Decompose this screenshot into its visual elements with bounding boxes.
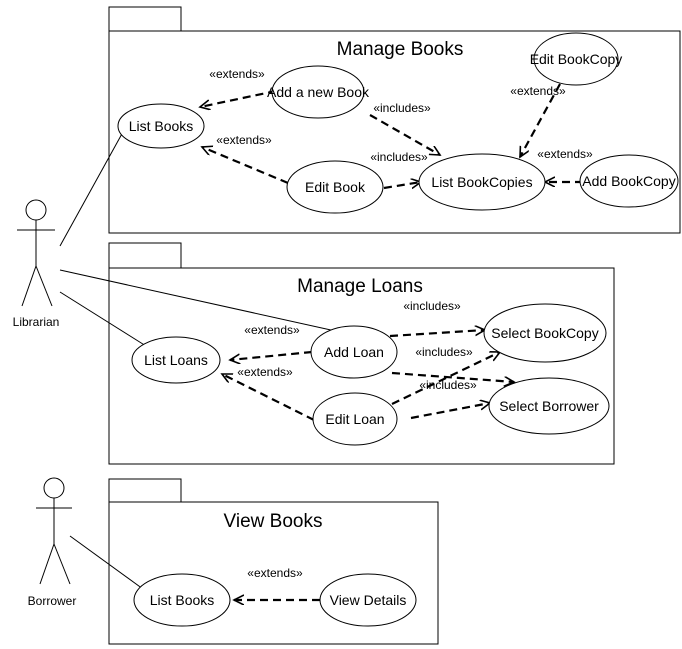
dependencies bbox=[200, 83, 583, 600]
use-case-label: Add Loan bbox=[324, 344, 384, 360]
extends-arrow bbox=[202, 147, 289, 185]
use-case-ellipse[interactable] bbox=[483, 303, 607, 363]
use-case-ellipse[interactable] bbox=[488, 377, 610, 435]
use-case-add-loan[interactable]: Add Loan bbox=[310, 325, 398, 379]
use-case-label: List BookCopies bbox=[431, 174, 532, 190]
extends-label: «extends» bbox=[537, 147, 593, 161]
use-case-label: Select BookCopy bbox=[491, 325, 598, 341]
use-case-ellipse[interactable] bbox=[133, 573, 231, 627]
use-case-label: List Loans bbox=[144, 352, 208, 368]
package-title: Manage Loans bbox=[297, 276, 423, 297]
use-case-add-a-new-book[interactable]: Add a new Book bbox=[267, 65, 370, 119]
extends-label: «extends» bbox=[209, 67, 265, 81]
use-case-select-borrower[interactable]: Select Borrower bbox=[488, 377, 610, 435]
association-line bbox=[59, 269, 359, 337]
use-case-ellipse[interactable] bbox=[533, 32, 619, 86]
stereotype-labels: «extends» «includes» «extends» «includes… bbox=[209, 67, 593, 580]
association-line bbox=[59, 291, 147, 347]
use-case-edit-bookcopy[interactable]: Edit BookCopy bbox=[530, 32, 623, 86]
use-case-label: List Books bbox=[150, 592, 215, 608]
actor-librarian: Librarian bbox=[13, 199, 60, 329]
use-case-label: Edit Book bbox=[305, 179, 366, 195]
extends-arrow bbox=[230, 350, 313, 360]
extends-label: «extends» bbox=[510, 84, 566, 98]
use-case-ellipse[interactable] bbox=[579, 154, 679, 208]
includes-label: «includes» bbox=[403, 299, 461, 313]
package-title: Manage Books bbox=[337, 39, 464, 60]
includes-label: «includes» bbox=[415, 345, 473, 359]
includes-label: «includes» bbox=[370, 150, 428, 164]
use-case-ellipse[interactable] bbox=[418, 153, 546, 211]
includes-arrow bbox=[391, 371, 514, 382]
includes-arrow bbox=[389, 330, 485, 338]
package-tab bbox=[108, 242, 182, 269]
extends-arrow bbox=[519, 83, 561, 157]
actor-label: Borrower bbox=[28, 594, 77, 608]
use-case-edit-loan[interactable]: Edit Loan bbox=[312, 392, 398, 446]
actor-borrower: Borrower bbox=[28, 477, 77, 608]
use-case-label: Select Borrower bbox=[499, 398, 599, 414]
use-case-ellipse[interactable] bbox=[131, 336, 221, 384]
use-case-ellipse[interactable] bbox=[312, 392, 398, 446]
package-tab bbox=[108, 478, 182, 503]
actor-leg bbox=[35, 265, 53, 307]
includes-label: «includes» bbox=[373, 101, 431, 115]
use-case-label: View Details bbox=[330, 592, 407, 608]
actor-head bbox=[25, 199, 47, 221]
extends-label: «extends» bbox=[237, 365, 293, 379]
extends-label: «extends» bbox=[244, 323, 300, 337]
use-case-list-loans[interactable]: List Loans bbox=[131, 336, 221, 384]
use-case-list-books[interactable]: List Books bbox=[117, 103, 205, 149]
use-case-label: Edit Loan bbox=[325, 411, 384, 427]
package-tab bbox=[108, 6, 182, 32]
use-case-add-bookcopy[interactable]: Add BookCopy bbox=[579, 154, 679, 208]
use-case-ellipse[interactable] bbox=[286, 160, 384, 214]
use-case-ellipse[interactable] bbox=[319, 573, 417, 627]
actor-head bbox=[43, 477, 65, 499]
includes-arrow bbox=[391, 351, 500, 405]
use-case-ellipse[interactable] bbox=[310, 325, 398, 379]
use-case-label: Add a new Book bbox=[267, 84, 370, 100]
actor-leg bbox=[53, 543, 71, 585]
actor-label: Librarian bbox=[13, 315, 60, 329]
extends-label: «extends» bbox=[216, 133, 272, 147]
use-case-label: Add BookCopy bbox=[582, 173, 675, 189]
includes-arrow bbox=[383, 182, 421, 188]
association-line bbox=[69, 535, 144, 590]
use-case-label: List Books bbox=[129, 118, 194, 134]
use-case-label: Edit BookCopy bbox=[530, 51, 623, 67]
use-case-view-list-books[interactable]: List Books bbox=[133, 573, 231, 627]
actor-leg bbox=[39, 543, 55, 585]
use-case-list-bookcopies[interactable]: List BookCopies bbox=[418, 153, 546, 211]
use-case-ellipse[interactable] bbox=[271, 65, 365, 119]
use-case-edit-book[interactable]: Edit Book bbox=[286, 160, 384, 214]
package-title: View Books bbox=[224, 511, 323, 532]
use-case-select-bookcopy[interactable]: Select BookCopy bbox=[483, 303, 607, 363]
actor-leg bbox=[21, 265, 37, 307]
includes-arrow bbox=[410, 403, 490, 420]
extends-arrow bbox=[222, 373, 315, 421]
extends-label: «extends» bbox=[247, 566, 303, 580]
use-case-view-details[interactable]: View Details bbox=[319, 573, 417, 627]
includes-label: «includes» bbox=[419, 378, 477, 392]
includes-arrow bbox=[369, 114, 440, 156]
use-case-ellipse[interactable] bbox=[117, 103, 205, 149]
